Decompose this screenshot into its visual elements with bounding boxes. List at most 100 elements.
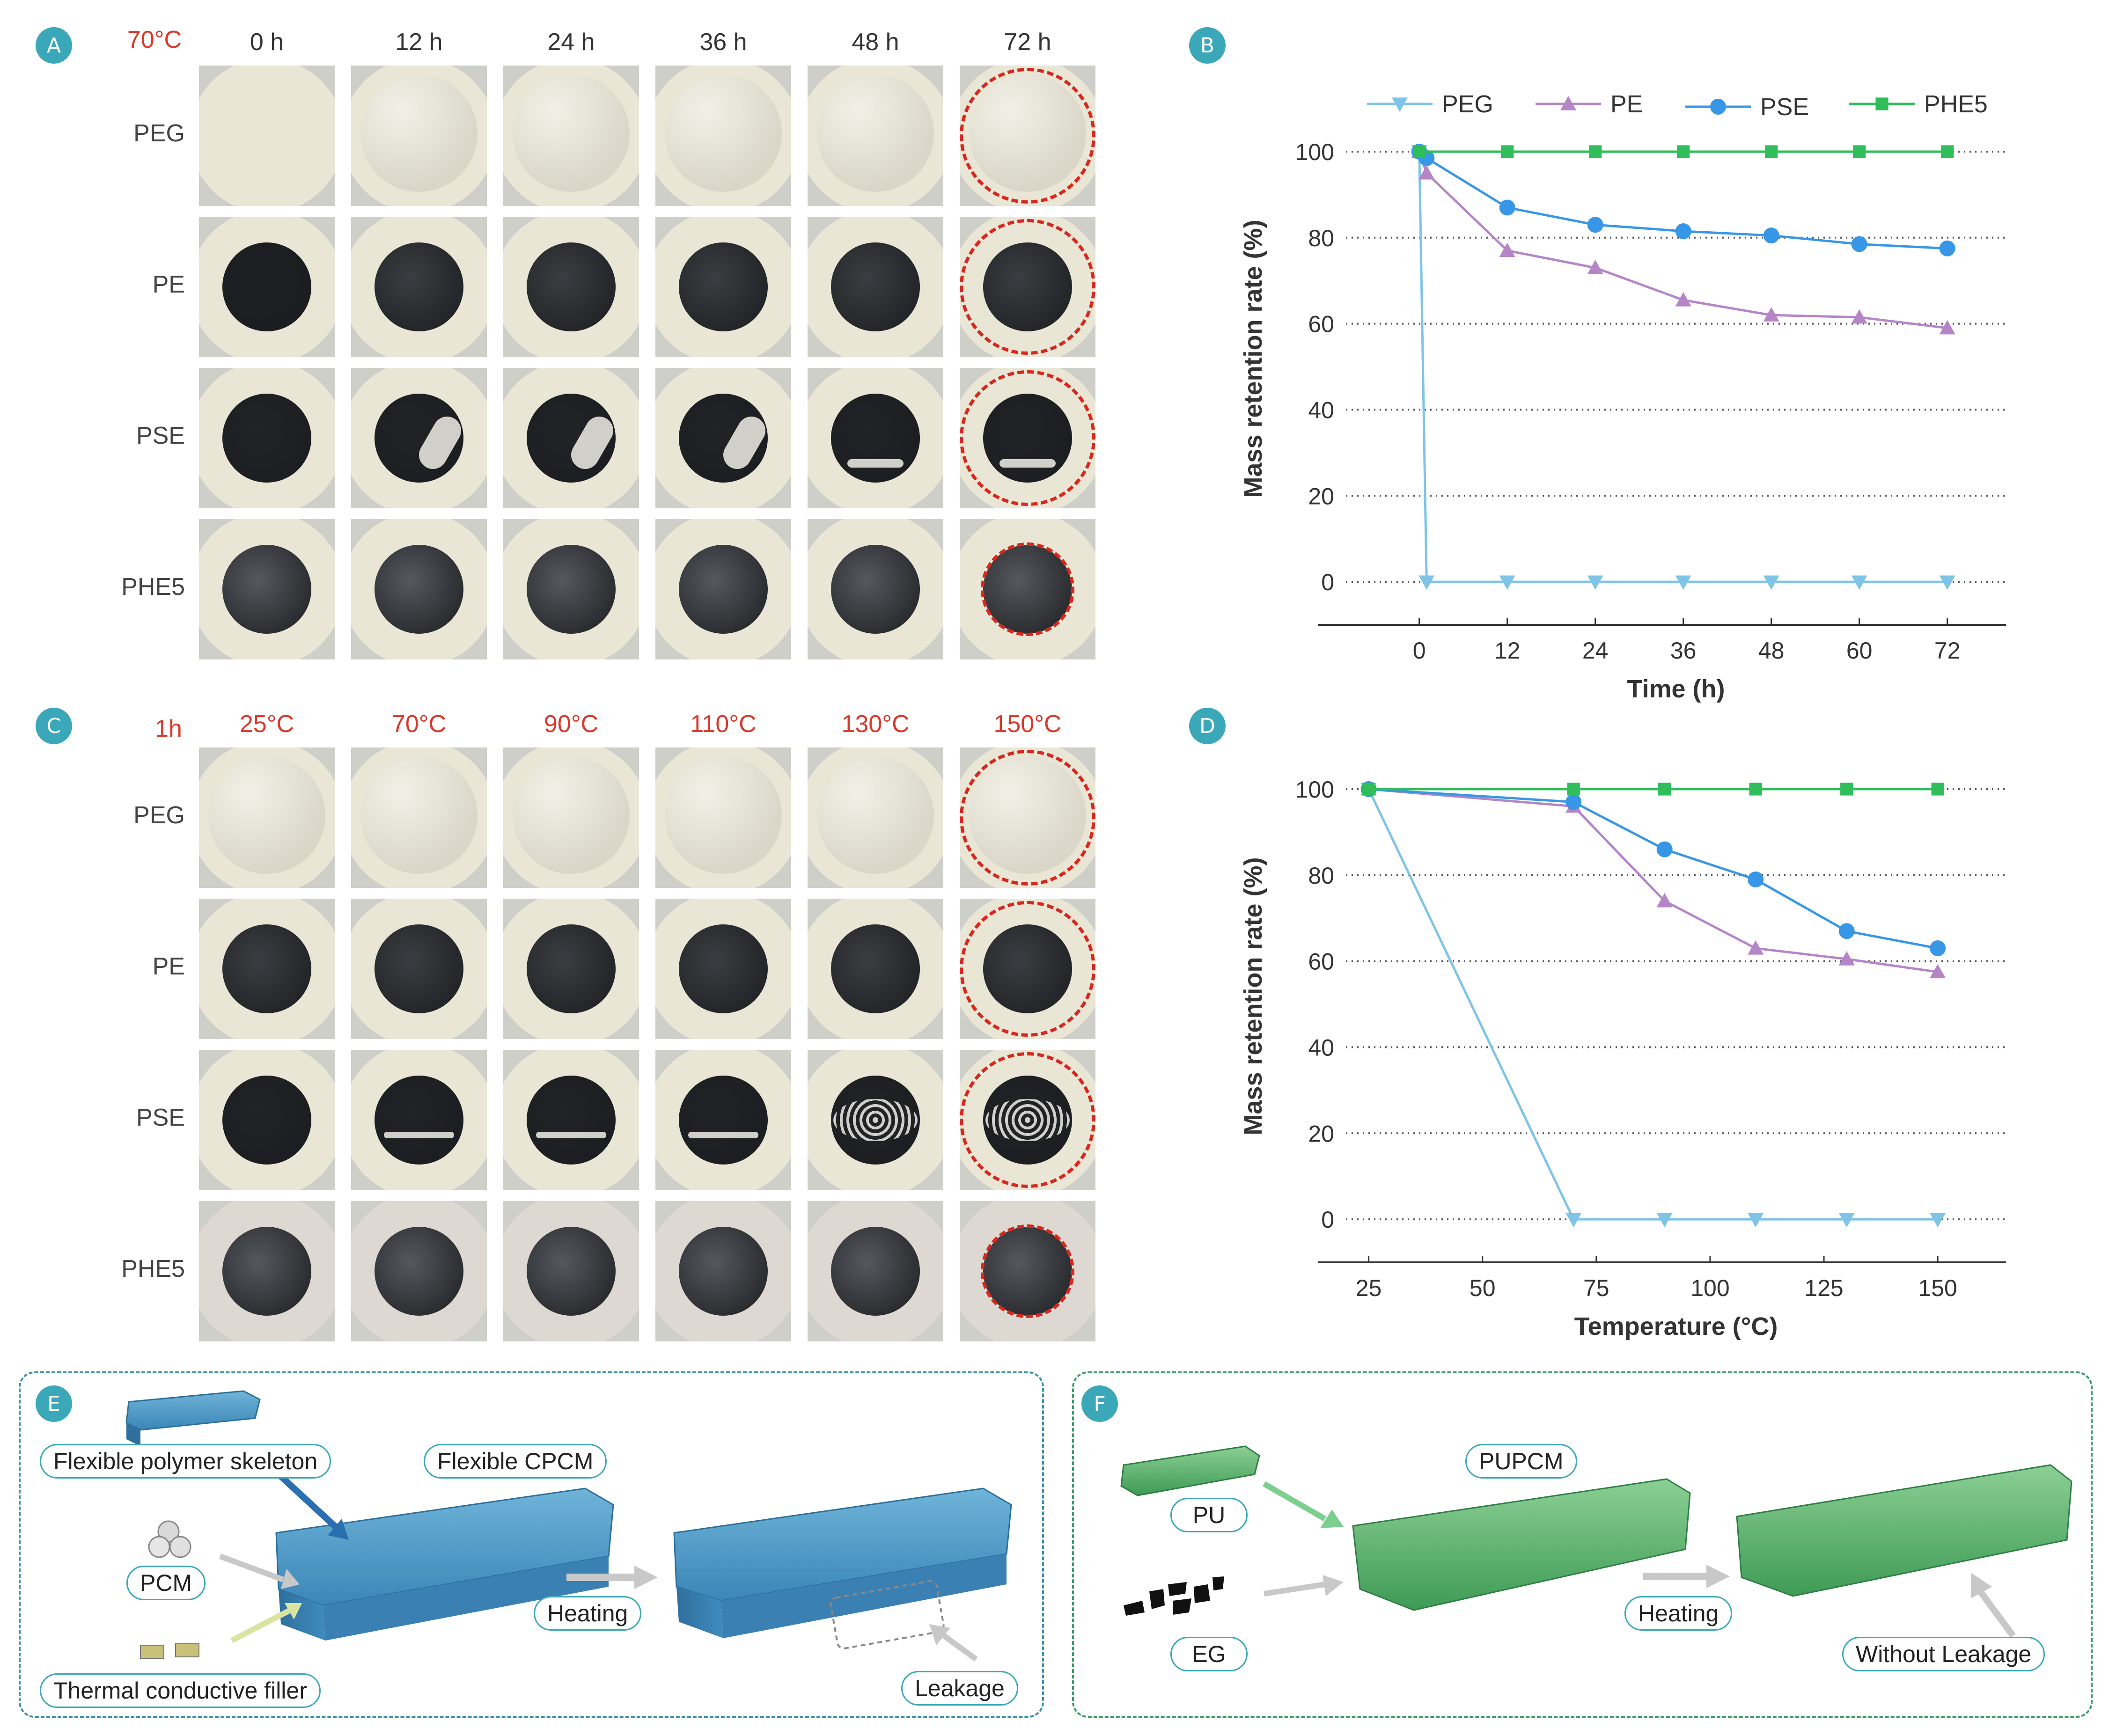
label-pupcm: PUPCM	[1465, 1444, 1577, 1479]
cpcm-block-icon	[275, 1487, 614, 1641]
sample-photo	[351, 66, 487, 206]
data-point-phe5	[1749, 783, 1762, 796]
sample-disc	[527, 242, 616, 331]
sample-photo	[960, 1050, 1095, 1190]
sample-disc	[375, 242, 463, 331]
data-point-pe	[1939, 320, 1955, 335]
data-point-pse	[1838, 923, 1855, 939]
panel-label-d: D	[1189, 708, 1226, 744]
data-point-peg	[1939, 575, 1955, 590]
column-header: 150°C	[993, 711, 1062, 738]
panel-label-b: B	[1189, 27, 1226, 64]
eg-flakes-icon	[1124, 1576, 1224, 1616]
sample-disc	[679, 545, 768, 634]
arrow-without-leakage	[1977, 1589, 2016, 1638]
data-point-phe5	[1931, 783, 1944, 796]
legend-label-pse: PSE	[1760, 94, 1809, 121]
x-tick-label: 125	[1804, 1275, 1843, 1301]
arrow-skeleton-to-cpcm	[274, 1469, 339, 1531]
label-flexible-polymer-skeleton: Flexible polymer skeleton	[40, 1444, 331, 1479]
sample-photo	[808, 368, 943, 508]
heated-pupcm-block-icon	[1736, 1464, 2072, 1597]
sample-photo	[808, 1201, 943, 1341]
sample-disc	[527, 545, 616, 634]
sample-photo	[503, 747, 639, 888]
sample-disc	[222, 394, 311, 483]
series-line-pe	[1368, 788, 1938, 974]
row-label: PEG	[133, 802, 185, 829]
data-point-peg	[1587, 575, 1603, 590]
sample-photo	[960, 747, 1095, 888]
data-point-pe	[1838, 951, 1855, 966]
column-header: 72 h	[1004, 29, 1051, 56]
data-point-phe5	[1413, 145, 1426, 158]
sample-photo	[351, 368, 487, 508]
sample-disc	[222, 545, 311, 634]
data-point-pe	[1418, 165, 1435, 180]
legend-marker-pse	[1710, 99, 1726, 115]
arrow-filler-to-cpcm	[230, 1607, 292, 1643]
x-tick-label: 0	[1413, 637, 1426, 664]
pupcm-block-icon	[1352, 1478, 1691, 1611]
panel-f-frame	[1072, 1371, 2093, 1718]
data-point-phe5	[1658, 783, 1671, 796]
sample-photo	[351, 1050, 487, 1190]
series-line-peg	[1418, 151, 1947, 583]
sample-photo	[655, 1050, 791, 1190]
data-point-pe	[1587, 260, 1603, 274]
sample-photo	[808, 1050, 943, 1190]
highlight-ring	[960, 219, 1095, 355]
panel-a-condition: 70°C	[127, 26, 182, 53]
column-header: 24 h	[547, 29, 595, 56]
leaked-pcm-streak	[384, 1132, 454, 1138]
row-label: PE	[152, 953, 185, 980]
row-label: PSE	[136, 422, 185, 449]
sample-photo	[655, 66, 791, 206]
sample-photo	[655, 368, 791, 508]
x-axis-label: Temperature (°C)	[1574, 1312, 1778, 1340]
y-tick-label: 60	[1308, 311, 1334, 337]
sample-disc	[679, 1076, 768, 1165]
panel-e-frame	[19, 1371, 1044, 1718]
sample-photo	[503, 1201, 639, 1341]
row-label: PEG	[133, 120, 185, 147]
pcm-spheres-icon	[148, 1520, 191, 1558]
highlight-ring	[981, 1224, 1074, 1318]
sample-photo	[351, 519, 487, 659]
column-header: 110°C	[690, 711, 757, 738]
panel-label-c: C	[36, 708, 72, 744]
data-point-peg	[1851, 575, 1867, 590]
x-tick-label: 36	[1670, 637, 1697, 664]
sample-disc	[375, 1076, 463, 1165]
sample-photo	[960, 217, 1095, 357]
sample-photo	[655, 899, 791, 1039]
column-header: 25°C	[239, 711, 294, 738]
label-leakage: Leakage	[901, 1671, 1018, 1706]
leaked-pcm-streak	[847, 459, 904, 468]
data-point-peg	[1499, 575, 1515, 590]
data-point-peg	[1565, 1213, 1582, 1228]
row-label: PHE5	[121, 573, 185, 601]
data-point-phe5	[1853, 145, 1866, 158]
label-pu: PU	[1170, 1498, 1248, 1532]
y-tick-label: 0	[1321, 1207, 1334, 1233]
heated-cpcm-block-icon	[673, 1487, 1012, 1649]
y-tick-label: 20	[1308, 1121, 1334, 1147]
label-thermal-conductive-filler: Thermal conductive filler	[40, 1673, 321, 1708]
sample-photo	[960, 1201, 1095, 1341]
data-point-phe5	[1765, 145, 1778, 158]
data-point-pe	[1675, 292, 1691, 307]
data-point-pse	[1587, 217, 1603, 233]
sample-photo	[960, 66, 1095, 206]
sample-photo	[503, 217, 639, 357]
data-point-pse	[1930, 940, 1946, 957]
sample-disc	[679, 242, 768, 331]
column-header: 90°C	[544, 711, 599, 738]
highlight-ring	[960, 901, 1095, 1037]
y-axis-label: Mass retention rate (%)	[1239, 220, 1267, 498]
sample-photo	[503, 1050, 639, 1190]
data-point-pse	[1675, 223, 1691, 239]
data-point-phe5	[1567, 783, 1580, 796]
sample-disc	[831, 242, 920, 331]
